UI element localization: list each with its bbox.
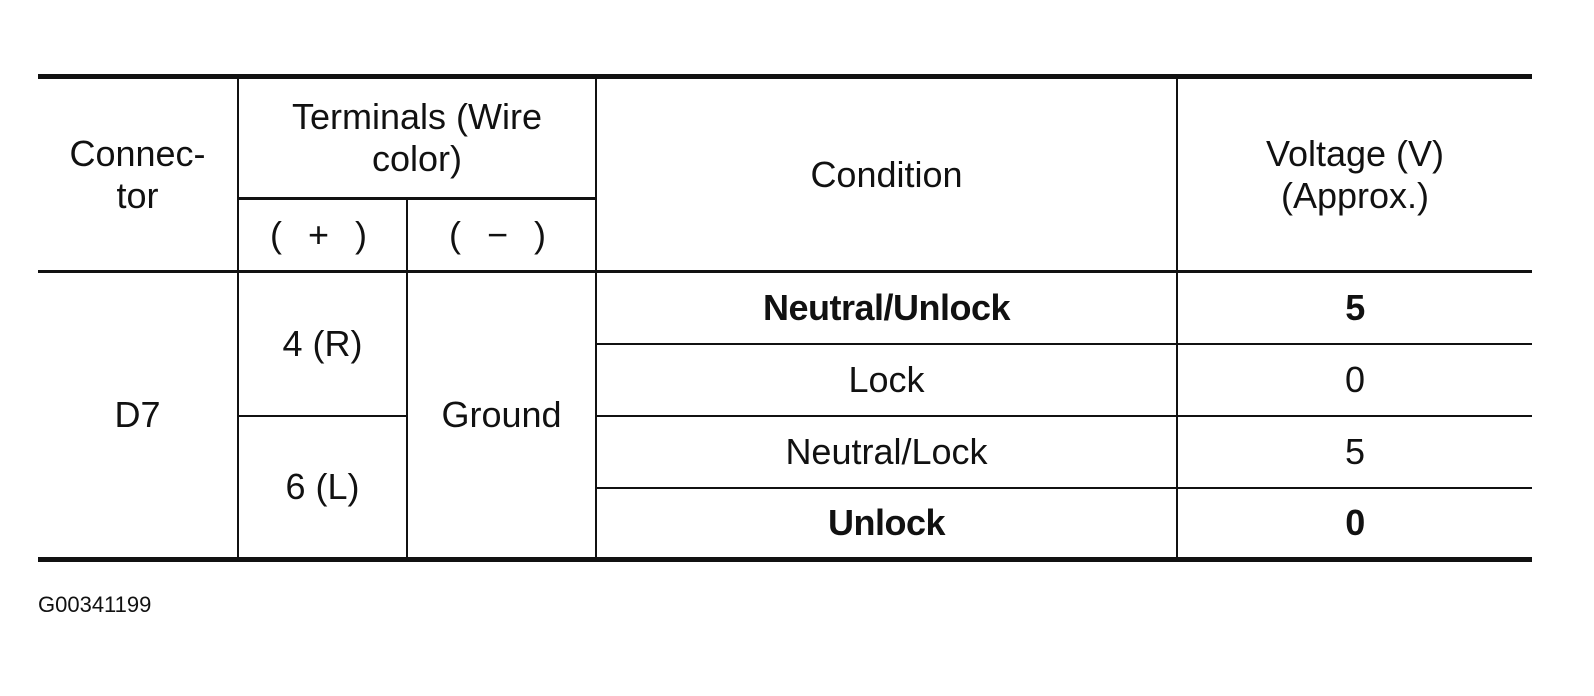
header-connector: Connec- tor [38,74,238,273]
connector-cell: D7 [38,271,238,562]
header-voltage-label: Voltage (V) (Approx.) [1265,132,1445,216]
connector-value: D7 [114,394,161,435]
voltage-value-1: 5 [1345,286,1365,328]
voltage-value-3: 5 [1344,430,1366,472]
voltage-cell-3: 5 [1176,415,1532,489]
header-condition: Condition [595,74,1177,273]
voltage-value-2: 0 [1344,358,1366,400]
header-terminals: Terminals (Wire color) [237,74,596,200]
condition-cell-4: Unlock [595,487,1177,562]
terminal-value-2: 6 (L) [285,465,360,507]
terminal-cell-2: 6 (L) [237,415,407,562]
header-plus: ( + ) [237,197,407,273]
header-plus-label: ( + ) [269,214,375,255]
header-minus-label: ( − ) [448,214,554,255]
header-condition-label: Condition [810,153,963,195]
voltage-cell-2: 0 [1176,343,1532,417]
condition-cell-2: Lock [595,343,1177,417]
header-terminals-label: Terminals (Wire color) [291,96,542,179]
voltage-value-4: 0 [1345,501,1365,543]
condition-value-4: Unlock [827,501,946,543]
voltage-cell-4: 0 [1176,487,1532,562]
header-connector-label: Connec- tor [69,132,206,216]
header-voltage: Voltage (V) (Approx.) [1176,74,1532,273]
terminal-value-1: 4 (R) [282,322,363,364]
condition-value-1: Neutral/Unlock [762,286,1011,328]
spec-table: Connec- tor Terminals (Wire color) Condi… [38,74,1532,562]
ground-cell: Ground [406,271,596,562]
condition-cell-3: Neutral/Lock [595,415,1177,489]
ground-value: Ground [441,394,562,435]
figure-code: G00341199 [38,592,152,617]
header-minus: ( − ) [406,197,596,273]
voltage-cell-1: 5 [1176,271,1532,345]
terminal-cell-1: 4 (R) [237,271,407,417]
condition-cell-1: Neutral/Unlock [595,271,1177,345]
condition-value-2: Lock [848,358,925,400]
condition-value-3: Neutral/Lock [785,430,988,472]
connector-voltage-table: Connec- tor Terminals (Wire color) Condi… [38,74,1532,562]
